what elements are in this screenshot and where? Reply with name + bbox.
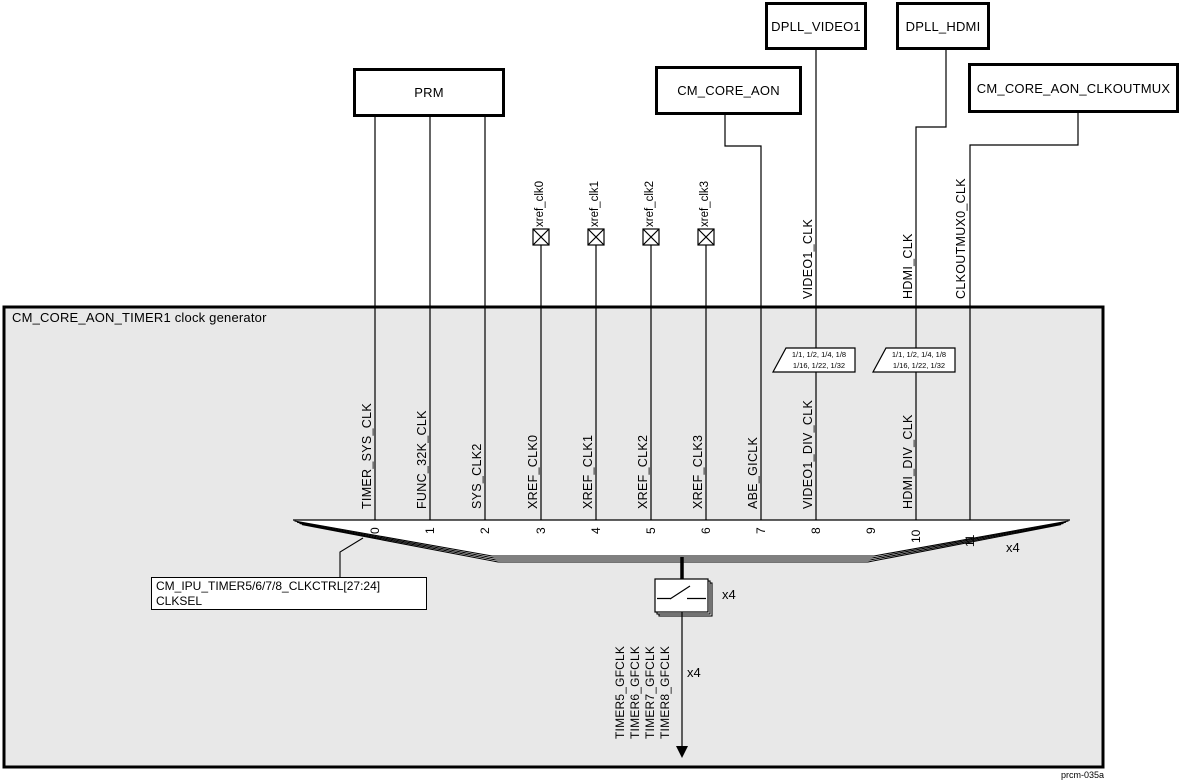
clock-gate-icon xyxy=(654,557,713,617)
gate-multiplier-label: x4 xyxy=(722,587,736,602)
mux-slot-number: 5 xyxy=(644,527,658,534)
mux-input-label: VIDEO1_DIV_CLK xyxy=(801,399,815,509)
mux-slot-number: 7 xyxy=(754,527,768,534)
top-signal-label: HDMI_CLK xyxy=(901,233,915,299)
mux-input-label: TIMER_SYS_CLK xyxy=(360,402,374,509)
top-signal-label: CLKOUTMUX0_CLK xyxy=(954,178,968,299)
mux-input-label: HDMI_DIV_CLK xyxy=(901,414,915,509)
block-cm-core-aon-clkoutmux: CM_CORE_AON_CLKOUTMUX xyxy=(968,63,1179,113)
output-clock-label: TIMER5_GFCLK xyxy=(613,645,627,739)
mux-slot-number: 8 xyxy=(809,527,823,534)
mux-slot-number: 1 xyxy=(423,527,437,534)
divider-values-line2: 1/16, 1/22, 1/32 xyxy=(892,361,946,370)
clksel-leader-line xyxy=(339,537,364,577)
clksel-field: CLKSEL xyxy=(156,594,203,608)
mux-input-label: FUNC_32K_CLK xyxy=(415,410,429,509)
block-prm: PRM xyxy=(353,68,505,117)
hdmi-divider-values: 1/1, 1/2, 1/4, 1/8 1/16, 1/22, 1/32 xyxy=(880,349,958,371)
clkoutmux0-clk-wire xyxy=(969,113,1079,520)
mux-input-label: XREF_CLK0 xyxy=(526,434,540,509)
mux-slot-number: 11 xyxy=(963,534,977,547)
xref-clk2-pad-icon xyxy=(642,228,660,246)
output-clock-label: TIMER6_GFCLK xyxy=(628,645,642,739)
clksel-register: CM_IPU_TIMER5/6/7/8_CLKCTRL[27:24] xyxy=(156,579,381,593)
mux-input-label: XREF_CLK2 xyxy=(636,434,650,509)
mux-slot-number: 9 xyxy=(864,527,878,534)
divider-values-line1: 1/1, 1/2, 1/4, 1/8 xyxy=(791,350,847,359)
mux-input-label: ABE_GICLK xyxy=(746,436,760,509)
xref-clk0-pad-icon xyxy=(532,228,550,246)
mux-input-label: SYS_CLK2 xyxy=(470,443,484,509)
mux-slot-number: 3 xyxy=(534,527,548,534)
divider-values-line2: 1/16, 1/22, 1/32 xyxy=(792,361,846,370)
output-multiplier-label: x4 xyxy=(687,665,701,680)
mux-input-label: XREF_CLK3 xyxy=(691,434,705,509)
xref-pad-label: xref_clk1 xyxy=(589,180,601,227)
figure-tag: prcm-035a xyxy=(1060,770,1104,780)
top-signal-label: VIDEO1_CLK xyxy=(801,218,815,299)
output-clock-label: TIMER8_GFCLK xyxy=(658,645,672,739)
mux-slot-number: 10 xyxy=(909,529,923,543)
block-dpll-video1: DPLL_VIDEO1 xyxy=(765,2,867,50)
video1-divider-values: 1/1, 1/2, 1/4, 1/8 1/16, 1/22, 1/32 xyxy=(780,349,858,371)
abe-giclk-wire xyxy=(724,115,762,520)
mux-slot-number: 2 xyxy=(478,527,492,534)
mux-slot-number: 6 xyxy=(699,527,713,534)
mux-slot-number: 4 xyxy=(589,527,603,534)
xref-pad-label: xref_clk3 xyxy=(699,180,711,227)
block-dpll-hdmi: DPLL_HDMI xyxy=(896,2,990,50)
clksel-callout-box: CM_IPU_TIMER5/6/7/8_CLKCTRL[27:24] CLKSE… xyxy=(151,577,427,610)
prm-wires xyxy=(374,117,486,520)
xref-pad-label: xref_clk0 xyxy=(534,180,546,227)
hdmi-divider-shape xyxy=(871,347,956,373)
mux-multiplier-label: x4 xyxy=(1006,540,1020,555)
xref-pad-label: xref_clk2 xyxy=(644,180,656,227)
mux-slot-number: 0 xyxy=(368,527,382,534)
clock-generator-title: CM_CORE_AON_TIMER1 clock generator xyxy=(12,310,267,325)
mux-input-label: XREF_CLK1 xyxy=(581,434,595,509)
hdmi-clk-wire xyxy=(915,50,947,520)
divider-values-line1: 1/1, 1/2, 1/4, 1/8 xyxy=(891,350,947,359)
output-arrowhead-icon xyxy=(676,746,688,758)
xref-clk1-pad-icon xyxy=(587,228,605,246)
output-clock-label: TIMER7_GFCLK xyxy=(643,645,657,739)
block-cm-core-aon: CM_CORE_AON xyxy=(655,66,802,115)
video1-divider-shape xyxy=(771,347,856,373)
xref-pad-wires xyxy=(540,245,707,520)
xref-clk3-pad-icon xyxy=(697,228,715,246)
